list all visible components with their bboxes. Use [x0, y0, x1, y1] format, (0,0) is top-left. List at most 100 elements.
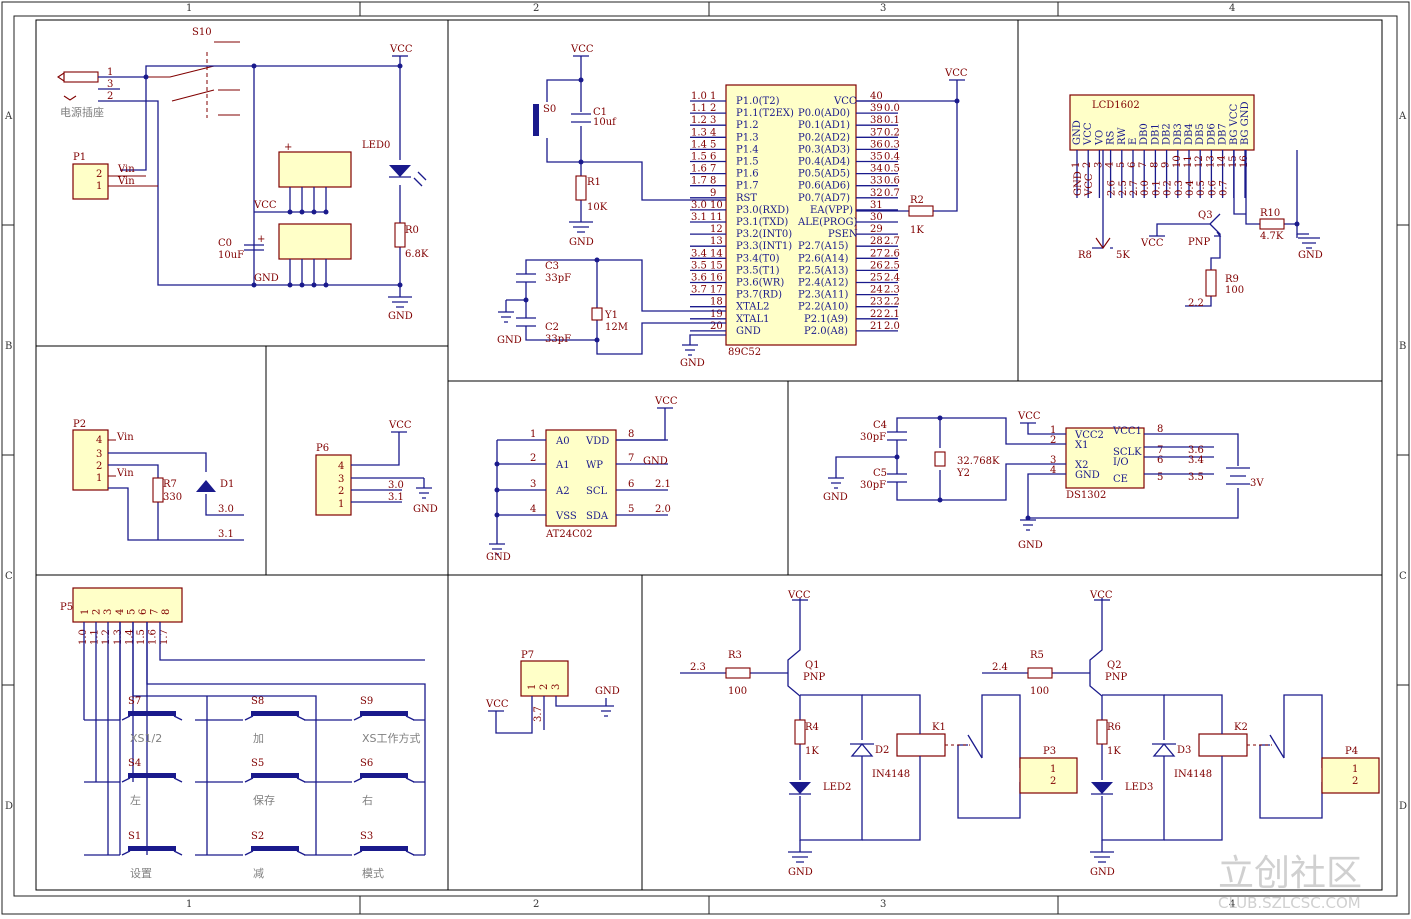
keys-section: P5 11.021.131.241.351.461.571.681.7 S7XS… [60, 587, 426, 880]
lcd-pin-name: GND [1072, 120, 1083, 145]
lcd-module [1069, 94, 1255, 151]
key-label: 保存 [253, 793, 275, 807]
net-label: 0.7 [884, 188, 900, 199]
pin-number: 2 [1082, 162, 1093, 168]
net-label: 2.6 [884, 248, 900, 259]
value-label: 100 [728, 686, 747, 697]
r2-symbol [908, 205, 934, 217]
frame-col-label: 2 [533, 3, 539, 14]
pin-number: 3 [1093, 162, 1104, 168]
net-label: 2.1 [884, 309, 900, 320]
connector-p6 [315, 454, 352, 516]
pin-number: 2 [338, 486, 344, 497]
key-switch [128, 711, 176, 716]
value-label: PNP [1188, 237, 1210, 248]
pin-name: P1.5 [736, 157, 759, 168]
pin-number: 25 [870, 273, 883, 284]
value-label: 30pF [860, 480, 886, 491]
pin-number: 32 [870, 188, 883, 199]
net-label: GND [486, 552, 511, 563]
pin-number: 4 [96, 435, 102, 446]
net-label: 2.1 [655, 479, 671, 490]
pin-name: A0 [555, 436, 570, 447]
key-label: XS1/2 [130, 732, 162, 745]
net-label: 0.2 [1163, 180, 1174, 196]
r10-symbol [1259, 218, 1285, 230]
pin-number: 1 [527, 684, 538, 690]
key-switch [251, 773, 299, 778]
pin-number: 27 [870, 248, 883, 259]
net-label: VCC [1089, 590, 1113, 601]
net-label: 2.7 [884, 236, 900, 247]
pin-number: 8 [1149, 162, 1160, 168]
net-label: 1.6 [691, 164, 707, 175]
pin-name: PSEN [828, 229, 858, 240]
pin-name: P2.5(A13) [798, 265, 848, 276]
pin-number: 3 [107, 79, 113, 90]
ref-label: P7 [521, 650, 534, 661]
net-label: 0.3 [1174, 180, 1185, 196]
net-label: 2.2 [884, 297, 900, 308]
ref-label: R8 [1078, 250, 1092, 261]
net-label: 2.4 [992, 662, 1008, 673]
pin-number: 5 [1157, 472, 1163, 483]
pin-number: 1 [710, 91, 716, 102]
key-ref: S3 [360, 831, 373, 842]
lcd-pin-name: RW [1117, 127, 1128, 145]
ref-label: Q1 [805, 660, 820, 671]
pin-number: 33 [870, 176, 883, 187]
value-label: 32.768K [957, 456, 1000, 467]
lcd-pin-name: DB5 [1195, 123, 1206, 145]
pin-name: P3.5(T1) [736, 265, 780, 276]
net-label: 2.3 [690, 662, 706, 673]
net-label: 1.7 [159, 629, 170, 645]
pin-number: 11 [1183, 155, 1194, 168]
lcd-pin-name: DB6 [1206, 123, 1217, 145]
pin-number: 4 [1050, 465, 1056, 476]
d1-symbol [194, 478, 218, 492]
net-label: 1.2 [691, 115, 707, 126]
key-ref: S1 [128, 831, 141, 842]
pin-number: 7 [628, 453, 634, 464]
pin-number: 2 [1352, 776, 1358, 787]
net-label: GND [1018, 540, 1043, 551]
ref-label: Y1 [604, 310, 618, 321]
net-label: 2.5 [1118, 180, 1129, 196]
pin-name: P2.0(A8) [804, 326, 848, 337]
value-label: 1K [805, 746, 819, 757]
pin-number: 7 [710, 164, 716, 175]
pin-name: GND [1075, 470, 1100, 481]
pin-number: 3 [551, 684, 562, 690]
pin-name: P1.2 [736, 120, 759, 131]
pin-name: P2.4(A12) [798, 278, 848, 289]
net-label: 3.6 [1188, 445, 1204, 456]
pin-number: 2 [96, 461, 102, 472]
pin-name: P1.7 [736, 181, 759, 192]
ref-label: C5 [873, 468, 887, 479]
pin-name: P3.4(T0) [736, 253, 780, 264]
pin-number: 9 [1161, 162, 1172, 168]
connector-p5 [72, 587, 183, 623]
value-label: 12M [605, 322, 628, 333]
pin-name: P0.5(AD5) [798, 169, 850, 180]
net-label: 3.5 [1188, 472, 1204, 483]
value-label: 5K [1116, 250, 1130, 261]
net-label: 2.6 [1107, 180, 1118, 196]
value-label: 10uF [218, 250, 244, 261]
pin-number: 12 [710, 224, 723, 235]
pin-number: 15 [710, 260, 723, 271]
net-label: 0.7 [1219, 180, 1230, 196]
net-label: 1.0 [691, 91, 707, 102]
key-label: 加 [253, 732, 264, 745]
ref-label: R4 [805, 722, 819, 733]
key-switch [128, 846, 176, 851]
power-header-1 [278, 151, 352, 188]
key-ref: S5 [251, 758, 264, 769]
key-label: 设置 [130, 867, 152, 880]
pin-name: VCC2 [1074, 430, 1104, 441]
pin-number: 16 [1239, 155, 1250, 168]
pin-name: SCL [586, 486, 608, 497]
